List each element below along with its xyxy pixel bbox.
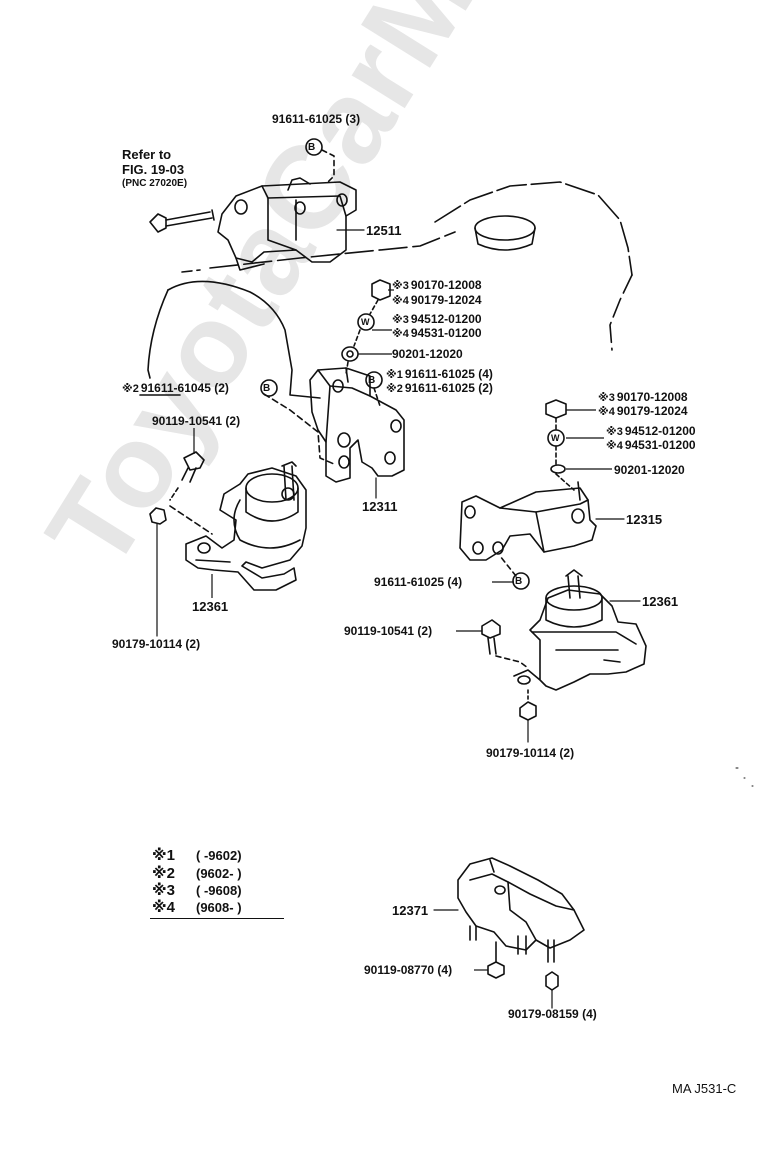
leader-spacer-r — [566, 468, 612, 470]
label-nut-l-4: 90179-12024 — [410, 293, 482, 307]
mark-4-d: ※4 — [606, 440, 623, 452]
leader-90119-left — [193, 428, 195, 454]
w-marker-right: W — [551, 433, 560, 443]
insulator-12361-left — [185, 461, 307, 591]
refer-line-1: Refer to — [122, 147, 172, 162]
legend-row-2: ※2(9602- ) — [152, 865, 242, 882]
mark-4-a: ※4 — [392, 295, 409, 307]
insulator-12371 — [457, 857, 585, 963]
label-90119-right: 90119-10541 (2) — [344, 624, 433, 638]
mark-2-a: ※2 — [386, 383, 403, 395]
lower-b-bolt — [499, 555, 530, 590]
bolt-90119-08770 — [487, 941, 505, 979]
mark-3-b: ※3 — [392, 314, 409, 326]
label-washer-r-3: 94512-01200 — [624, 424, 696, 438]
label-spacer-r: 90201-12020 — [614, 463, 685, 477]
label-bolt-under-12315: 91611-61025 (4) — [374, 575, 463, 589]
label-bolt-b-1: 91611-61025 (4) — [404, 367, 493, 381]
leader-spacer-l — [358, 353, 392, 355]
b-marker-top: B — [308, 142, 316, 153]
top-b-bolt — [305, 138, 335, 185]
label-washer-l-4: 94531-01200 — [410, 326, 482, 340]
refer-line-3: (PNC 27020E) — [122, 178, 188, 189]
leader-nut-l — [388, 289, 394, 291]
legend-underline — [150, 918, 284, 919]
label-nut-l-3: 90170-12008 — [410, 278, 482, 292]
legend-row-3: ※3( -9608) — [152, 882, 242, 899]
engine-outline — [139, 181, 633, 399]
label-90179-left: 90179-10114 (2) — [112, 637, 201, 651]
leader-90119-right — [456, 630, 482, 632]
label-nut-r-3: 90170-12008 — [616, 390, 688, 404]
b-marker-lower: B — [515, 576, 523, 587]
label-bolt-left-2: 91611-61045 (2) — [140, 381, 229, 395]
label-washer-r-4: 94531-01200 — [624, 438, 696, 452]
label-90119-08770: 90119-08770 (4) — [364, 963, 453, 977]
long-bolt — [149, 209, 215, 233]
engine-cylinder — [474, 215, 536, 251]
label-12311: 12311 — [362, 499, 398, 514]
label-top-bolt: 91611-61025 (3) — [272, 112, 361, 126]
label-12315: 12315 — [626, 512, 663, 527]
leader-12361-left — [211, 574, 213, 598]
nut-90179-right — [519, 689, 537, 743]
bolt-90119-left — [169, 451, 205, 501]
b-marker-center: B — [368, 375, 376, 386]
mark-4-b: ※4 — [392, 328, 409, 340]
label-washer-l-3: 94512-01200 — [410, 312, 482, 326]
mark-3-d: ※3 — [606, 426, 623, 438]
bracket-12511 — [217, 177, 357, 271]
label-12361-left: 12361 — [192, 599, 229, 614]
legend-row-1: ※1( -9602) — [152, 847, 242, 864]
bracket-12315 — [459, 481, 597, 561]
label-bolt-b-2: 91611-61025 (2) — [404, 381, 493, 395]
label-spacer-l: 90201-12020 — [392, 347, 463, 361]
label-12361-right: 12361 — [642, 594, 679, 609]
label-12371: 12371 — [392, 903, 429, 918]
right-fastener-stack — [545, 399, 575, 491]
legend-row-4: ※4(9608- ) — [152, 899, 242, 916]
label-90179-right: 90179-10114 (2) — [486, 746, 575, 760]
leader-bolt-under-12315 — [492, 581, 514, 583]
leader-90119-08770 — [474, 969, 488, 971]
label-90119-left: 90119-10541 (2) — [152, 414, 241, 428]
label-nut-r-4: 90179-12024 — [616, 404, 688, 418]
mark-1-a: ※1 — [386, 369, 403, 381]
mark-3-c: ※3 — [598, 392, 615, 404]
leader-washer-r — [566, 437, 604, 439]
bolt-90119-right — [481, 619, 529, 669]
diagram-code: MA J531-C — [672, 1081, 737, 1096]
refer-line-2: FIG. 19-03 — [122, 162, 185, 177]
w-marker-left: W — [361, 317, 370, 327]
insulator-12361-right — [513, 569, 647, 691]
label-90179-08159: 90179-08159 (4) — [508, 1007, 597, 1021]
leader-washer-l — [372, 329, 392, 331]
left-b-bolt — [260, 379, 335, 465]
b-marker-left: B — [263, 383, 271, 394]
speck-marks — [735, 767, 754, 787]
leader-dashed-left-mount — [169, 505, 213, 535]
label-12511: 12511 — [366, 223, 402, 238]
nut-90179-left — [149, 507, 167, 637]
mark-3-a: ※3 — [392, 280, 409, 292]
leader-nut-r — [566, 409, 596, 411]
center-b-bolt — [365, 371, 383, 407]
nut-90179-08159 — [545, 971, 559, 1009]
mark-2-b: ※2 — [122, 383, 139, 395]
mark-4-c: ※4 — [598, 406, 615, 418]
bracket-12311 — [309, 367, 405, 483]
